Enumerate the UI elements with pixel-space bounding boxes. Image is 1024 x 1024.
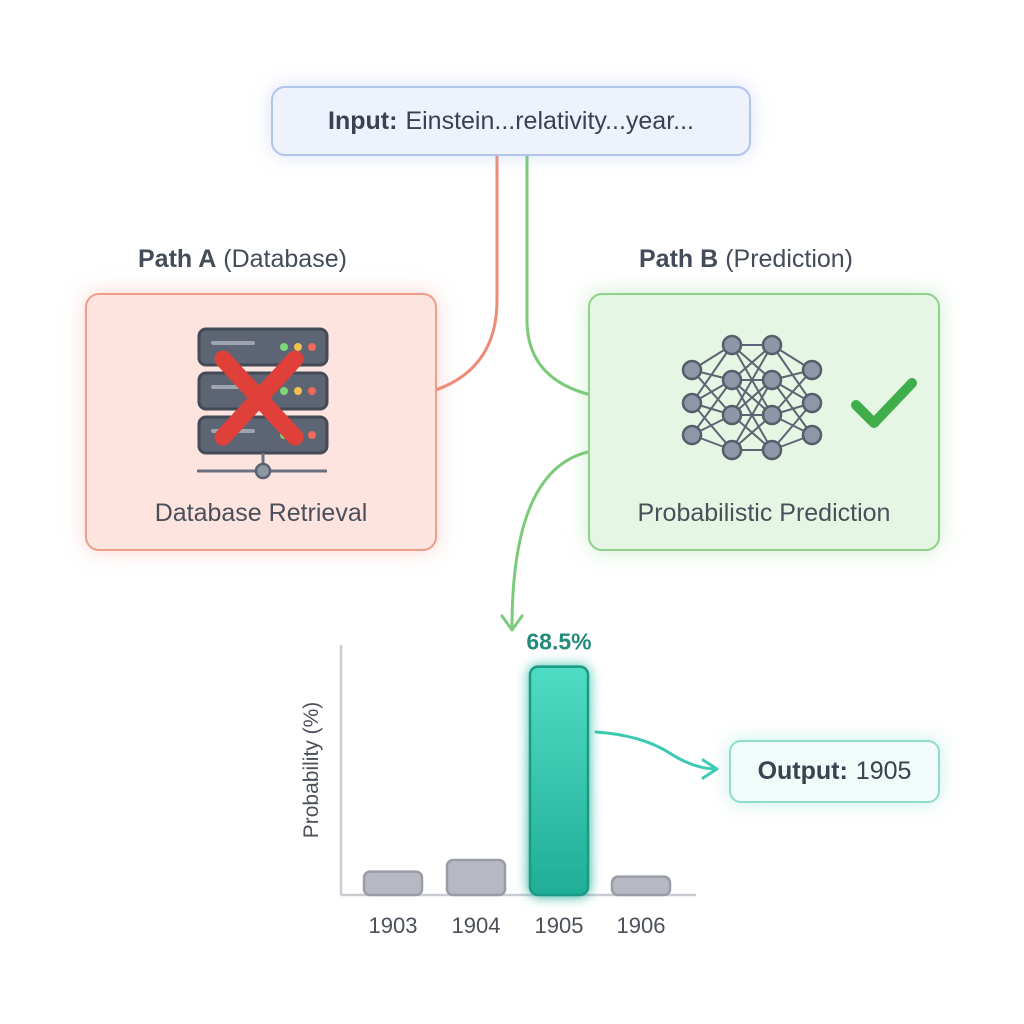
path-a-title: Path A(Database): [138, 245, 347, 274]
input-box: Input: Einstein...relativity...year...: [271, 86, 751, 156]
chart-bar: [445, 858, 507, 897]
red-x-icon: [214, 350, 304, 446]
chart-bar: [610, 875, 672, 897]
output-prefix: Output:: [757, 757, 848, 785]
path-a-title-rest: (Database): [223, 245, 347, 273]
input-text: Einstein...relativity...year...: [405, 106, 694, 135]
path-b-title-bold: Path B: [639, 245, 719, 273]
path-b-title: Path B(Prediction): [639, 245, 853, 274]
prediction-to-chart-arrow: [510, 450, 590, 630]
database-server-icon: [197, 327, 329, 480]
database-retrieval-card: Database Retrieval: [85, 293, 437, 551]
bar-to-output-arrowhead: [701, 758, 719, 780]
prediction-to-chart-arrowhead: [500, 614, 524, 632]
green-checkmark-icon: [851, 378, 917, 428]
probabilistic-prediction-label: Probabilistic Prediction: [637, 499, 891, 527]
bar-to-output-arrow: [594, 730, 716, 771]
database-retrieval-label: Database Retrieval: [154, 499, 368, 527]
chart-tick-label: 1904: [452, 913, 501, 938]
chart-y-axis-label: Probability (%): [300, 702, 323, 839]
path-b-title-rest: (Prediction): [725, 245, 854, 273]
output-box: Output: 1905: [729, 740, 940, 803]
chart-tick-label: 1905: [535, 913, 584, 938]
chart-tick-label: 1903: [369, 913, 418, 938]
chart-bars: [362, 665, 672, 897]
output-value: 1905: [855, 757, 912, 785]
neural-network-icon: [681, 334, 823, 461]
chart-bar-highlighted: [528, 665, 590, 897]
path-a-title-bold: Path A: [138, 245, 217, 273]
chart-tick-label: 1906: [617, 913, 666, 938]
chart-tick-labels: 1903 1904 1905 68.5% 1906: [369, 629, 666, 938]
input-prefix: Input:: [328, 106, 398, 135]
chart-data-label: 68.5%: [526, 629, 591, 655]
chart-bar: [362, 870, 424, 897]
probabilistic-prediction-card: Probabilistic Prediction: [588, 293, 940, 551]
